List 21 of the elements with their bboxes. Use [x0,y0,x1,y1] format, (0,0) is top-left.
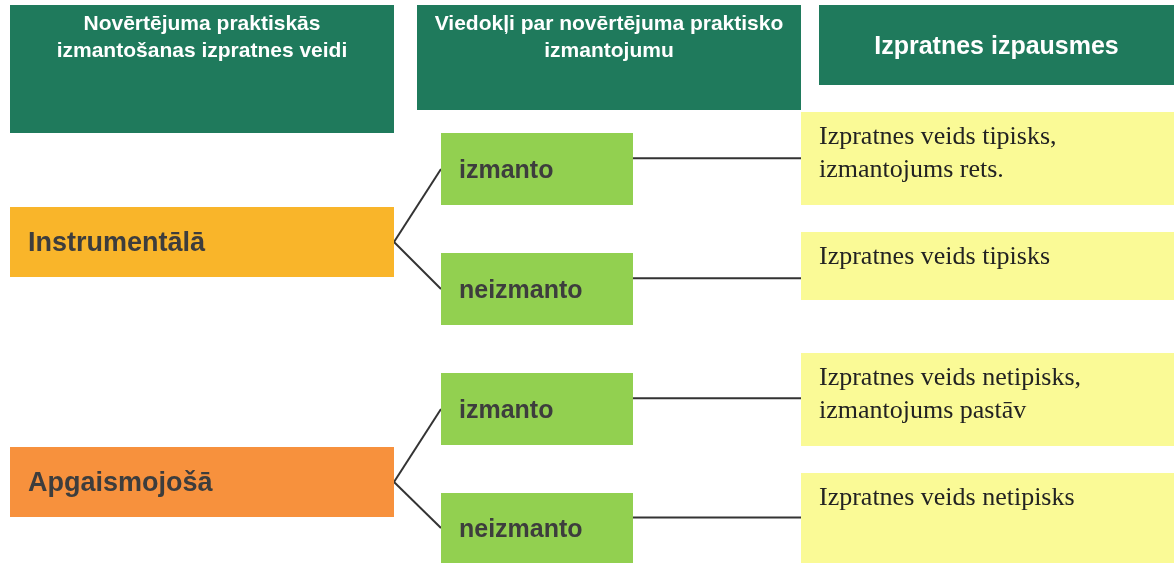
connector-line [632,397,802,400]
category-box: Instrumentālā [10,207,394,277]
result-box: Izpratnes veids netipisks [801,473,1174,563]
option-box: neizmanto [441,493,633,563]
column-header: Novērtējuma praktiskās izmantošanas izpratnes veidi [10,5,394,133]
option-box: izmanto [441,373,633,445]
connector-line [632,516,802,519]
option-box: izmanto [441,133,633,205]
connector-line [393,408,442,483]
column-header: Izpratnes izpausmes [819,5,1174,85]
result-box: Izpratnes veids netipisks, izmantojums pastāv [801,353,1174,446]
connector-line [632,277,802,280]
connector-line [393,168,442,243]
column-header: Viedokļi par novērtējuma praktisko izmantojumu [417,5,801,110]
result-box: Izpratnes veids tipisks, izmantojums rets. [801,112,1174,205]
connector-line [632,157,802,160]
connector-line [393,481,442,529]
result-box: Izpratnes veids tipisks [801,232,1174,300]
connector-line [393,241,442,290]
option-box: neizmanto [441,253,633,325]
category-box: Apgaismojošā [10,447,394,517]
